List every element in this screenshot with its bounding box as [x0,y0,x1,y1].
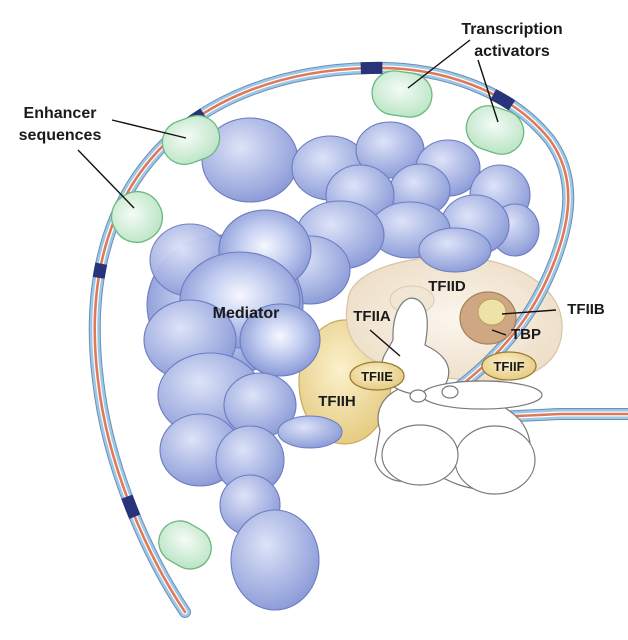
label-tbp: TBP [511,326,541,343]
tfiie-factor [349,361,405,391]
activator-blob-4 [110,190,164,244]
label-enhancer-1: Enhancer [24,105,97,122]
leader-lines [77,39,557,357]
tfiib-tbp-region [459,291,517,345]
label-tfiia: TFIIA [353,308,391,325]
label-enhancer-2: sequences [19,127,102,144]
label-tfiif: TFIIF [493,359,524,374]
transcription-activators [110,70,525,570]
label-tfiid: TFIID [428,278,466,295]
activator-blob-5 [158,520,212,570]
activator-blob-3 [161,114,221,166]
rna-polymerase [374,297,543,495]
label-transcription-activators-1: Transcription [461,21,562,38]
activator-blob-2 [465,105,525,155]
activator-blob-1 [371,70,433,118]
tfiif-factor [481,351,537,381]
labels: Transcription activators Enhancer sequen… [19,21,605,410]
label-tfiih: TFIIH [318,393,356,410]
label-tfiie: TFIIE [361,369,393,384]
label-tfiib: TFIIB [567,301,605,318]
label-mediator: Mediator [213,305,280,322]
label-transcription-activators-2: activators [474,43,550,60]
mediator-complex [143,117,540,611]
